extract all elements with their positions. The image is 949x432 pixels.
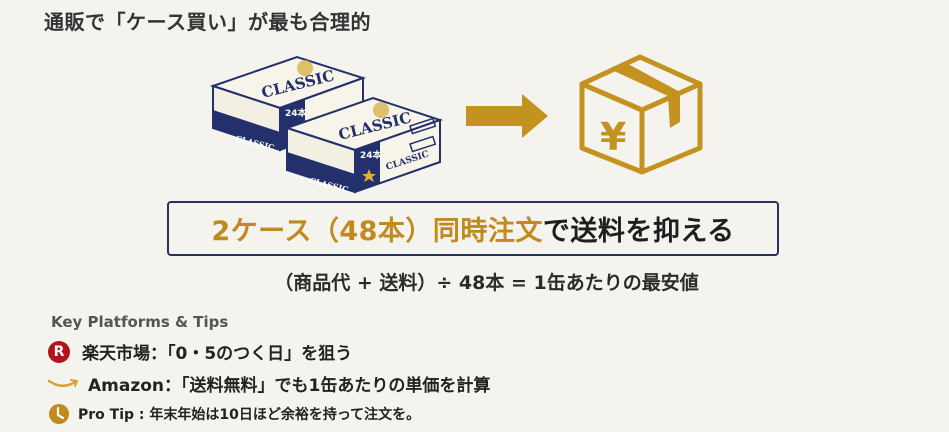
callout-box: 2ケース（48本）同時注文で送料を抑える [167,201,779,256]
rakuten-icon: R [48,340,70,363]
svg-text:24本: 24本 [360,149,383,161]
beer-case-back: CLASSIC CLASSIC 24本 [209,55,367,153]
price-formula: （商品代 + 送料）÷ 48本 = 1缶あたりの最安値 [274,272,699,294]
tip-rakuten: R 楽天市場：「0・5のつく日」を狙う [48,339,352,364]
clock-icon [49,404,69,424]
tips-heading: Key Platforms & Tips [51,313,229,331]
amazon-smile-icon [48,378,79,387]
right-arrow-icon [466,94,548,138]
tip-amazon: Amazon：「送料無料」でも1缶あたりの単価を計算 [48,371,490,396]
yen-box-icon: ¥ [579,54,703,175]
svg-text:¥: ¥ [600,115,626,159]
callout-highlight: 2ケース（48本）同時注文 [211,216,543,247]
tip-pro: Pro Tip : 年末年始は10日ほど余裕を持って注文を。 [48,403,420,425]
callout-rest: で送料を抑える [542,216,735,247]
tip-text: Pro Tip : 年末年始は10日ほど余裕を持って注文を。 [78,407,421,423]
svg-text:24本: 24本 [285,107,308,119]
tip-text: 楽天市場：「0・5のつく日」を狙う [82,344,353,364]
tip-text: Amazon：「送料無料」でも1缶あたりの単価を計算 [88,376,491,396]
page-title: 通販で「ケース買い」が最も合理的 [44,10,371,34]
beer-cases-image: CLASSIC CLASSIC 24本 CLASSIC CLASSIC CLAS… [209,55,444,195]
